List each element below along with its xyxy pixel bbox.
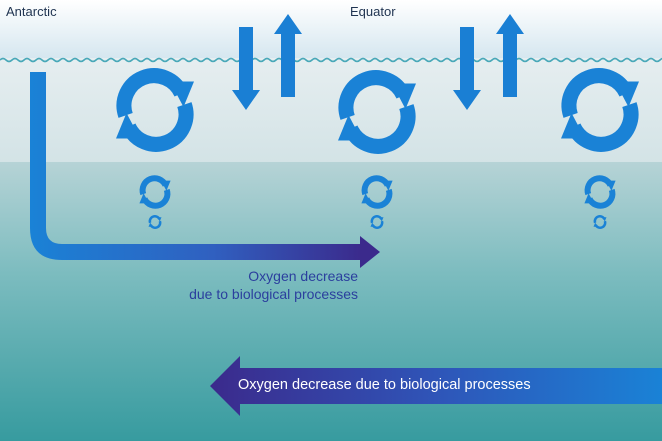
exchange-arrows-2 [453,14,524,110]
sea-surface-wave [0,57,662,63]
antarctic-arrow-head [360,236,380,268]
surface-water-layer [0,58,662,163]
oxygen-decrease-caption-line2: due to biological processes [189,286,358,302]
up-arrow-icon [496,14,524,97]
equator-label: Equator [350,4,396,19]
exchange-arrows-1 [232,14,302,110]
antarctic-label: Antarctic [6,4,57,19]
oxygen-decrease-caption: Oxygen decrease due to biological proces… [150,267,358,303]
sky-band [0,0,662,60]
oxygen-decrease-arrow-label: Oxygen decrease due to biological proces… [238,377,531,393]
up-arrow-icon [274,14,302,97]
down-arrow-icon [453,27,481,110]
oxygen-decrease-arrow [210,356,662,416]
down-arrow-icon [232,27,260,110]
oxygen-decrease-caption-line1: Oxygen decrease [248,268,358,284]
